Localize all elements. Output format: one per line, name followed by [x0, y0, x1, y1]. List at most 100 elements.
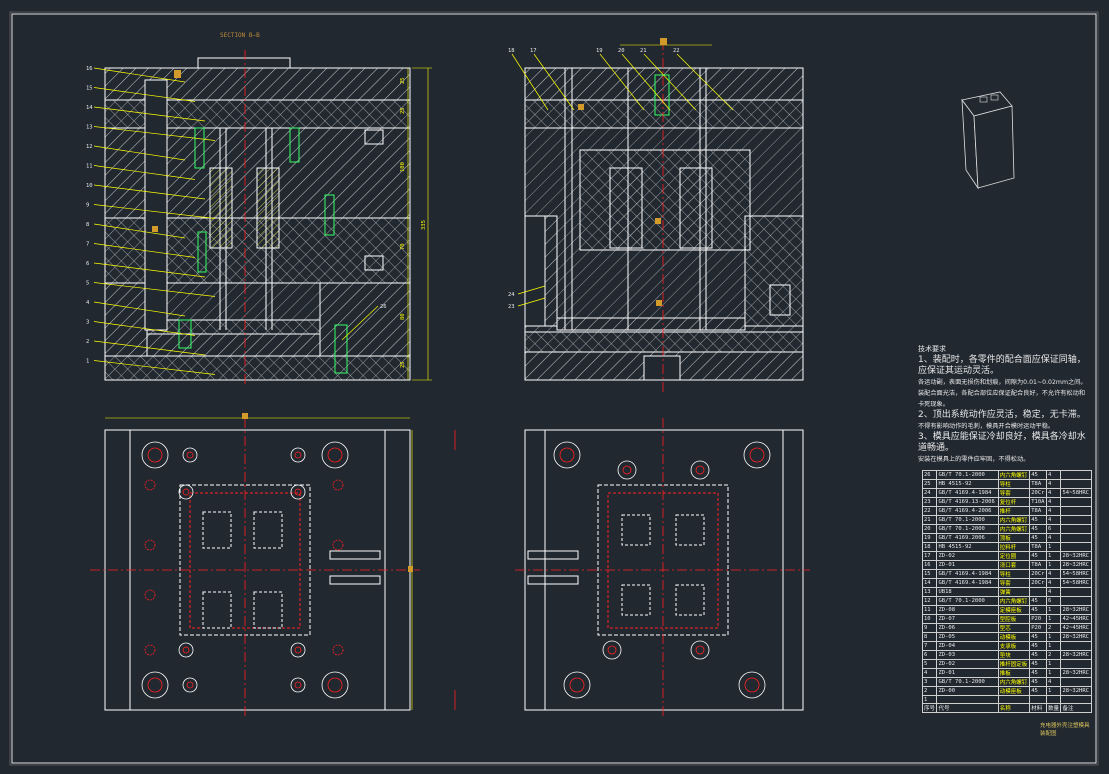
cavity-outline-1 — [253, 511, 283, 549]
bom-cell: GB/T 4169.2006 — [936, 533, 999, 543]
part-number-12: 12 — [86, 144, 93, 150]
bom-cell: 1 — [1045, 668, 1062, 678]
screw-2 — [144, 589, 156, 601]
guide-hole-3 — [321, 671, 349, 699]
leader-18 — [511, 53, 549, 111]
cavity-outline-r-0 — [621, 514, 651, 546]
bom-cell: 定模座板 — [997, 605, 1031, 615]
guide-hole-inner-2 — [147, 677, 163, 693]
bom-cell: ZD-02 — [936, 551, 999, 561]
bom-cell: ZD-05 — [936, 632, 999, 642]
part-number-9: 9 — [86, 203, 89, 209]
screw-4 — [332, 479, 344, 491]
notes-line-6: 3、模具应能保证冷却良好，模具各冷却水道畅通。 — [918, 432, 1086, 453]
bom-cell: 内六角螺钉 — [997, 596, 1031, 606]
bom-cell: 2 — [1045, 650, 1062, 660]
bom-cell: 42~45HRC — [1060, 623, 1092, 633]
part-number-10: 10 — [86, 183, 93, 189]
bom-row: 序号代号名称材料数量备注 — [921, 703, 1092, 713]
bolt-hole-4 — [178, 484, 194, 500]
guide-hole-r-inner-0 — [559, 447, 575, 463]
bom-cell: 复位杆 — [997, 497, 1031, 507]
leader-15 — [93, 87, 196, 102]
bom-cell: 4 — [1045, 506, 1062, 516]
bolt-hole-c-1 — [294, 451, 302, 459]
part-number-19: 19 — [596, 48, 603, 54]
bom-cell: 20 — [921, 524, 938, 534]
bom-cell: 1 — [1045, 686, 1062, 696]
leader-21 — [643, 53, 697, 111]
bom-cell: 4 — [1045, 479, 1062, 489]
section-label: SECTION B—B — [220, 32, 260, 39]
bom-cell: 动模座板 — [997, 686, 1031, 696]
bom-cell: GB/T 70.1-2000 — [936, 596, 999, 606]
bom-cell: 13 — [921, 587, 938, 597]
bolt-hole-r-2 — [602, 640, 622, 660]
bolt-hole-7 — [290, 642, 306, 658]
bom-cell: 2 — [921, 686, 938, 696]
bom-cell: 4 — [921, 668, 938, 678]
bom-cell: 推板 — [997, 668, 1031, 678]
bom-cell — [1060, 479, 1092, 489]
bom-cell: 支承板 — [997, 641, 1031, 651]
bom-cell — [1060, 695, 1092, 704]
leader-2 — [93, 340, 206, 356]
bom-cell — [997, 695, 1031, 704]
bom-cell: 2 — [1045, 623, 1062, 633]
leader-17 — [533, 53, 575, 111]
cavity-outline-r-2 — [621, 584, 651, 616]
bom-cell: 45 — [1029, 605, 1048, 615]
leader-24 — [517, 285, 546, 295]
bom-cell — [1060, 587, 1092, 597]
part-number-17: 17 — [530, 48, 537, 54]
bom-cell: 备注 — [1060, 703, 1092, 713]
screw-5 — [332, 539, 344, 551]
bom-cell: ZD-02 — [936, 659, 999, 669]
bom-cell: 顶板 — [997, 533, 1031, 543]
bolt-hole-c-6 — [182, 646, 190, 654]
bom-cell: 20Cr — [1029, 569, 1048, 579]
bom-cell: HB 4515-92 — [936, 542, 999, 552]
notes-line-7: 安装在模具上的零件应牢固，不得松动。 — [918, 456, 1030, 463]
bom-cell: 42~45HRC — [1060, 614, 1092, 624]
leader-5 — [93, 282, 216, 297]
leader-3 — [93, 321, 196, 336]
bolt-hole-r-c-2 — [607, 645, 617, 655]
screw-0 — [144, 479, 156, 491]
bom-cell: 推杆固定板 — [997, 659, 1031, 669]
bom-cell — [1060, 596, 1092, 606]
part-number-7: 7 — [86, 242, 89, 248]
leader-19 — [599, 53, 645, 111]
bom-cell — [1060, 497, 1092, 507]
bom-cell: 导柱 — [997, 569, 1031, 579]
bom-cell: 6 — [921, 650, 938, 660]
bom-cell: 推杆 — [997, 506, 1031, 516]
bom-cell — [1060, 659, 1092, 669]
bom-cell: 4 — [1045, 515, 1062, 525]
bom-cell: 28~32HRC — [1060, 551, 1092, 561]
bom-cell: 1 — [1045, 632, 1062, 642]
guide-hole-1 — [321, 441, 349, 469]
bom-cell: 代号 — [936, 703, 999, 713]
bom-cell: 1 — [1045, 542, 1062, 552]
side-section-view — [524, 38, 804, 395]
bom-cell: GB/T 70.1-2000 — [936, 515, 999, 525]
bom-cell: 材料 — [1029, 703, 1048, 713]
bom-cell — [1060, 515, 1092, 525]
guide-hole-2 — [141, 671, 169, 699]
part-number-15: 15 — [86, 86, 93, 92]
guide-hole-inner-1 — [327, 447, 343, 463]
plan-view-fixed — [515, 418, 810, 718]
part-number-13: 13 — [86, 125, 93, 131]
